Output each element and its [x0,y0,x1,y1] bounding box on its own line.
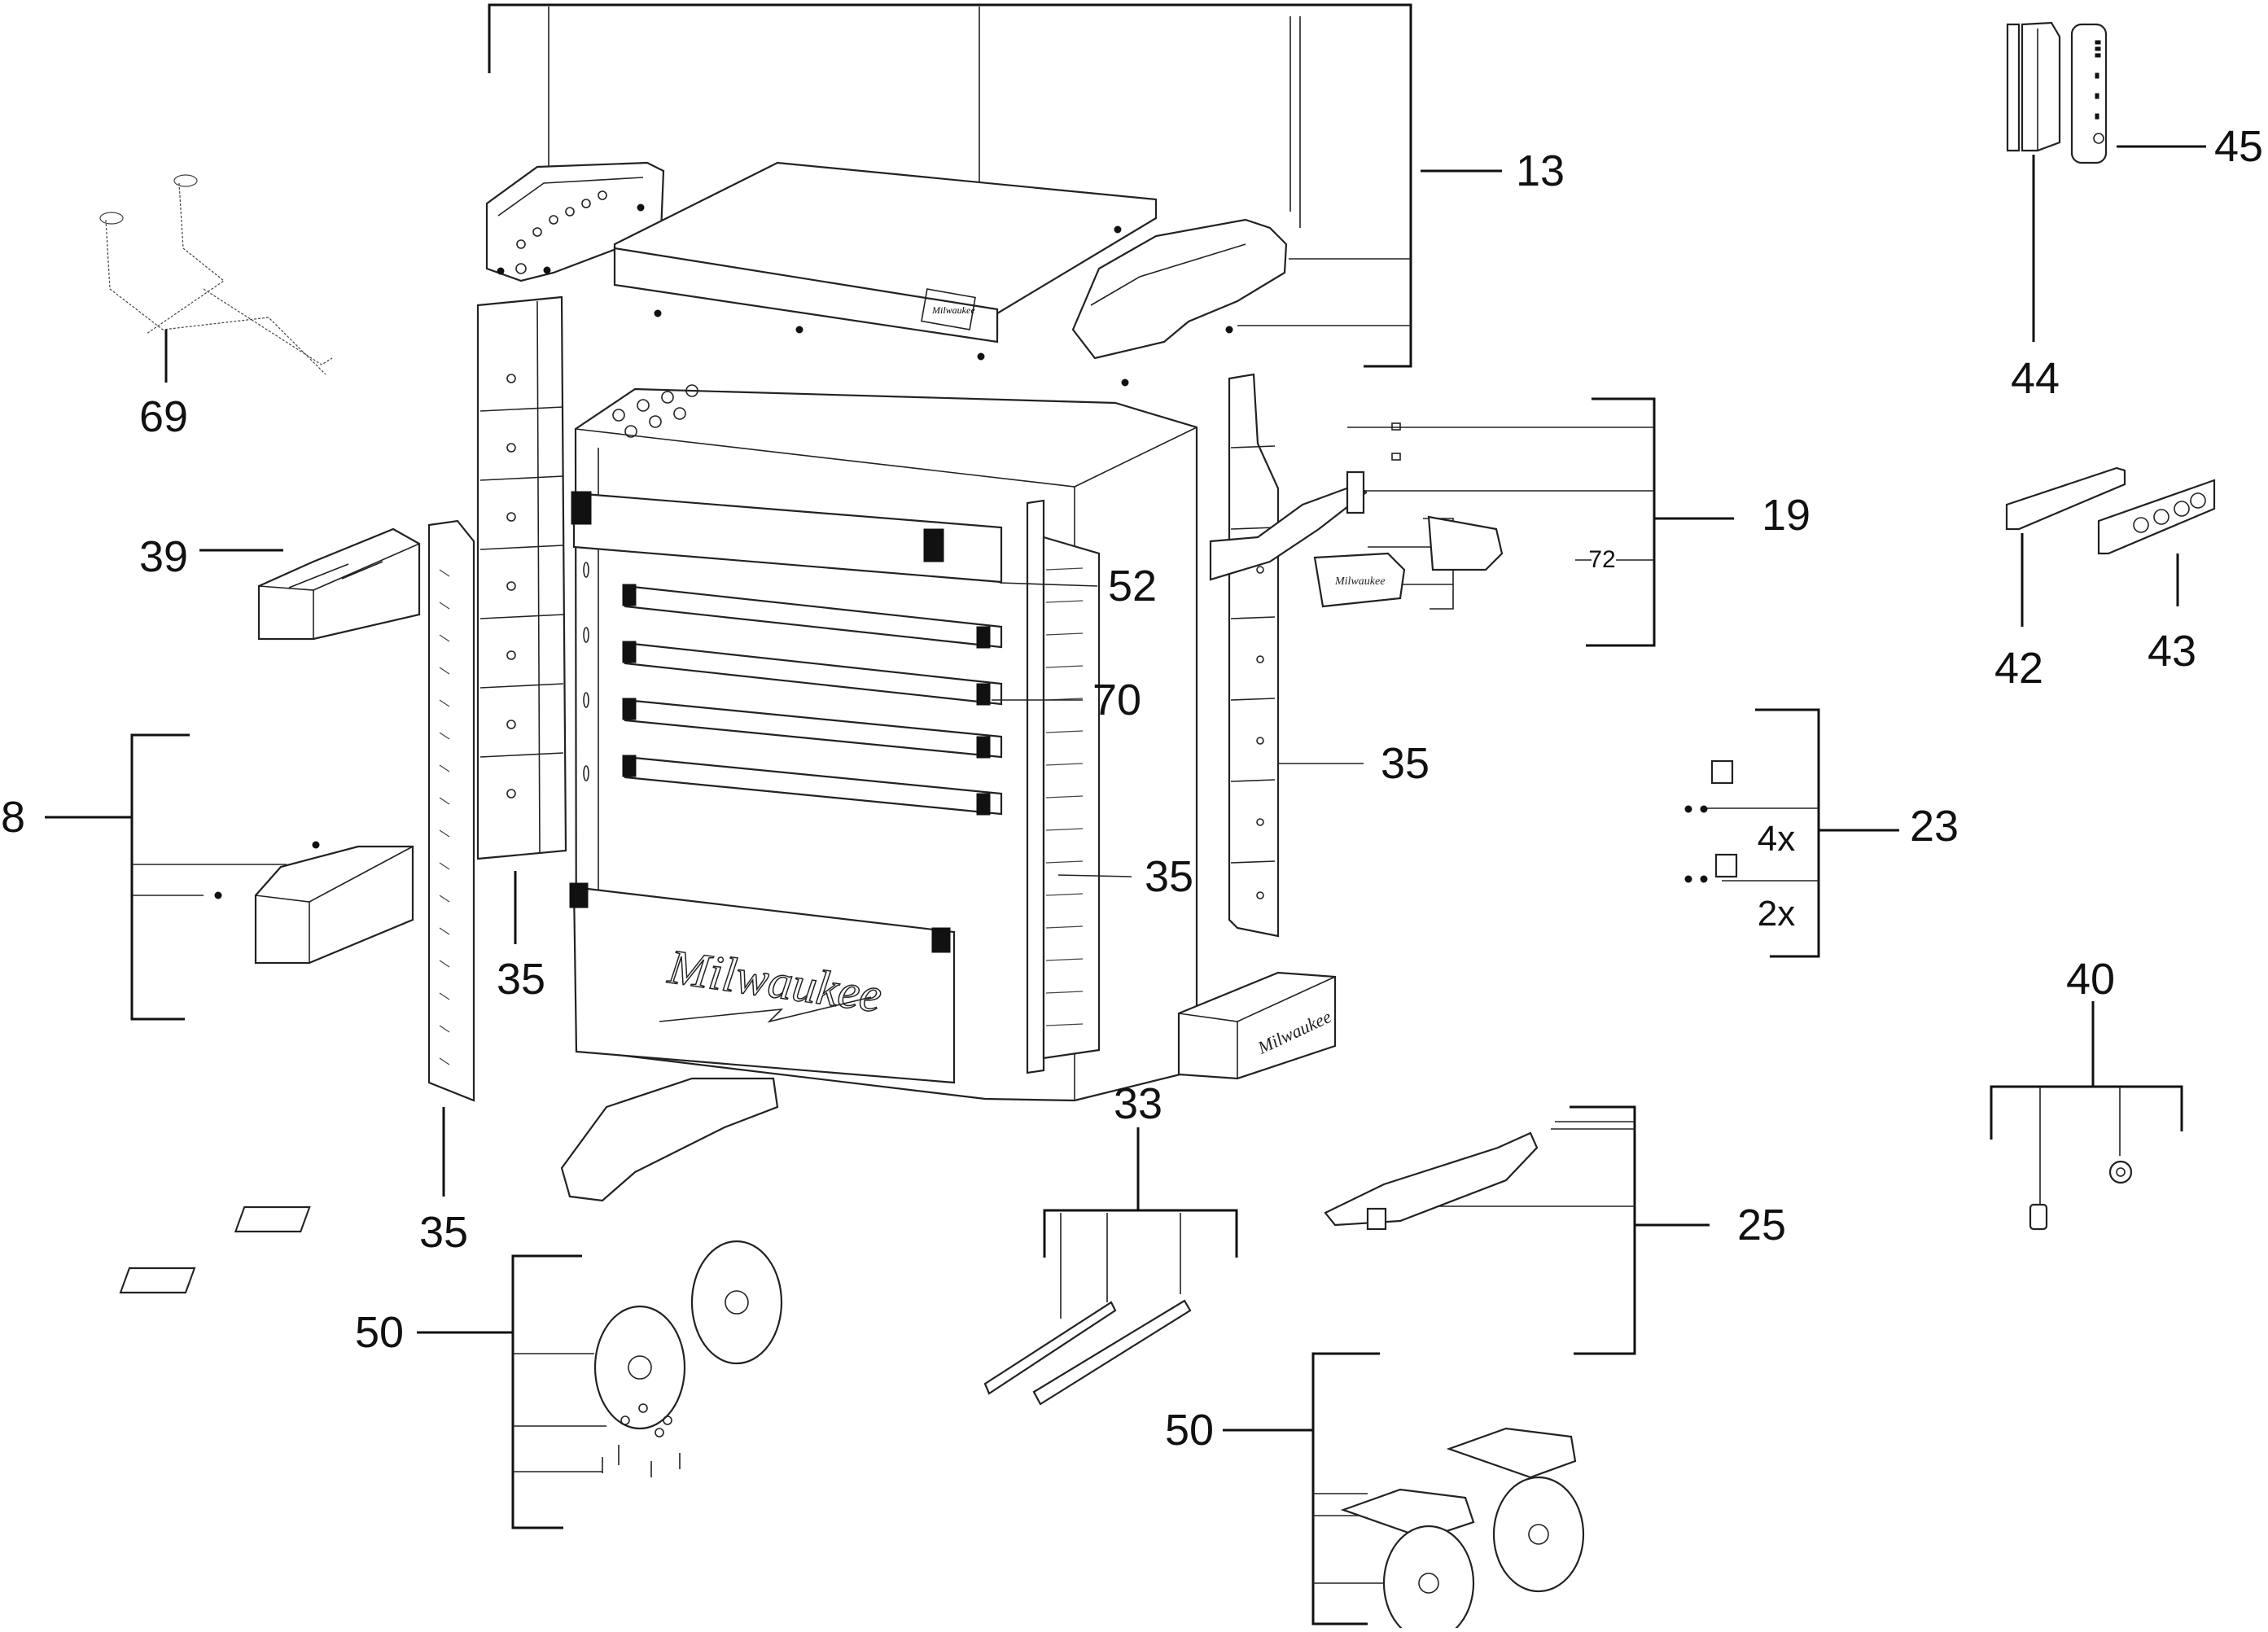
callout-35-left-front[interactable]: 35 [418,1208,469,1257]
screws-top [497,203,1233,387]
callout-23[interactable]: 23 [1909,802,1959,851]
top-tray: Milwaukee [613,161,1158,343]
callout-lines-8 [45,733,287,1021]
callout-35-front[interactable]: 35 [1144,852,1194,901]
front-rail [1026,499,1101,1074]
divided-bin [199,527,421,641]
callout-lines-35-left [442,871,517,1197]
callout-13[interactable]: 13 [1515,147,1565,195]
callout-lines-13 [488,3,1502,368]
callout-50-right[interactable]: 50 [1164,1406,1215,1455]
callout-33[interactable]: 33 [1113,1079,1163,1128]
callout-42[interactable]: 42 [1994,644,2044,693]
left-slotted-rail [427,519,475,1102]
callout-lines-52-70 [992,582,1132,877]
holder-arm: Milwaukee [1209,422,1504,608]
callout-25[interactable]: 25 [1736,1201,1787,1249]
push-handle [1324,1131,1539,1231]
callout-lines-33 [1043,1127,1238,1319]
callout-19[interactable]: 19 [1761,491,1811,540]
callout-lines-50-left [417,1254,606,1529]
callout-lines-50-right [1223,1352,1388,1625]
callout-70[interactable]: 70 [1092,676,1142,724]
callout-lines-19 [1347,397,1734,647]
callout-8[interactable]: 8 [0,793,26,842]
callout-69[interactable]: 69 [138,392,189,441]
lock-key [2029,1160,2133,1231]
tool-hook [99,174,333,383]
tray-brand-mark: Milwaukee [931,304,975,316]
callout-lines-25 [1433,1105,1710,1355]
callout-45[interactable]: 45 [2213,122,2264,171]
left-side-panel [476,295,567,860]
callout-40[interactable]: 40 [2065,955,2116,1004]
drawer-slides [983,1299,1192,1406]
power-strip-bracket-vertical [2006,23,2021,152]
callout-39[interactable]: 39 [138,532,189,581]
holder-brand-mark: Milwaukee [1334,575,1385,588]
callout-52[interactable]: 52 [1107,562,1158,610]
power-strip-horizontal [2005,466,2216,627]
front-handle [560,1077,779,1202]
fixed-casters [119,1205,783,1477]
callout-lines-23 [1701,708,1899,958]
side-bin [214,841,414,965]
swivel-casters [1340,1427,1585,1632]
callout-35-left[interactable]: 35 [496,955,546,1004]
callout-72[interactable]: 72 [1588,546,1616,573]
quantity-4x: 4x [1757,819,1796,859]
hinge-kit [1684,759,1738,883]
callout-50-left[interactable]: 50 [354,1308,405,1357]
callout-44[interactable]: 44 [2010,354,2060,403]
callout-35-right[interactable]: 35 [1380,739,1430,788]
quantity-2x: 2x [1757,894,1796,934]
power-strip-vertical [2021,21,2206,342]
callout-lines-40 [1990,1001,2183,1205]
right-side-rail [1228,373,1280,938]
top-right-handle [1071,218,1288,360]
drawers: Milwaukee [569,491,1003,1084]
callout-43[interactable]: 43 [2147,627,2197,676]
right-floor-bin: Milwaukee [1177,971,1337,1080]
